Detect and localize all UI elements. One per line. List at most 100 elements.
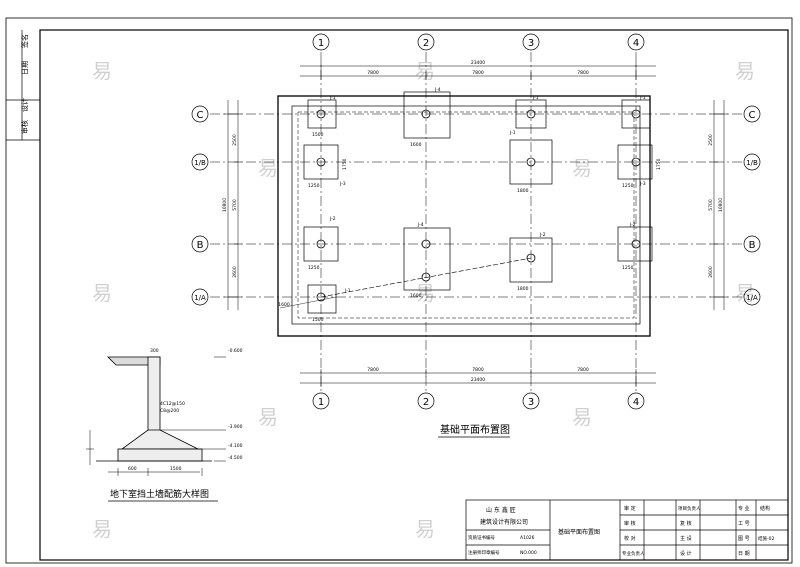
dim-left-seg: 2500 xyxy=(232,134,238,146)
plan-title: 基础平面布置图 xyxy=(440,423,510,436)
footing-size: 1250 xyxy=(622,183,634,189)
company-name: 山 东 鑫 匠 xyxy=(486,506,516,514)
footing-label: J-4 xyxy=(417,222,424,228)
grid-label-column: 4 xyxy=(633,397,639,408)
dim-bottom-total: 23400 xyxy=(471,377,485,383)
leader-line xyxy=(279,296,337,309)
watermarks: 易 易 易 易 易 易 易 易 易 易 易 易 xyxy=(92,59,755,541)
footing xyxy=(403,227,451,291)
dim-left-seg: 2600 xyxy=(232,266,238,278)
footing-labels: J-1 J-1 J-1 J-4 J-1 J-3 J-3 J-2 J-4 J-2 … xyxy=(308,87,662,323)
grid-label-column: 4 xyxy=(633,38,639,49)
role-label: 项目负责人 xyxy=(678,505,701,512)
footing-label: J-1 xyxy=(532,95,539,101)
role-label: 图 号 xyxy=(738,536,750,542)
grid-label-column: 2 xyxy=(423,397,429,408)
dim-right-total: 10800 xyxy=(718,198,724,212)
footing xyxy=(509,139,553,185)
dim-left-seg: 5700 xyxy=(232,199,238,211)
footing-size: 1500 xyxy=(312,132,324,138)
dim-right-seg: 2500 xyxy=(708,134,714,146)
footing-label: J-2 xyxy=(629,222,636,228)
role-label: 工 号 xyxy=(738,521,750,527)
grid-label-column: 2 xyxy=(423,38,429,49)
wall-line-inner-2 xyxy=(297,111,635,319)
foundation-plan xyxy=(210,52,742,392)
bottom-dimensions xyxy=(300,369,656,387)
grid-label-row: B xyxy=(749,240,756,251)
dim-left-total: 10800 xyxy=(222,198,228,212)
footing xyxy=(617,144,653,180)
elevation-label: -0.600 xyxy=(228,348,243,354)
retaining-wall-text: -0.600 -3.900 -4.100 -4.500 300 600 1500… xyxy=(128,348,243,472)
detail-dim: 300 xyxy=(150,348,159,354)
left-dimensions xyxy=(224,100,242,310)
footing-label: J-1 xyxy=(329,95,336,101)
grid-label-column: 3 xyxy=(528,397,534,408)
side-strip: 签名 日期 设计 审核 xyxy=(6,30,40,141)
watermark: 易 xyxy=(258,405,278,429)
side-label-3: 设计 xyxy=(20,98,29,112)
footing-label: J-1 xyxy=(344,288,351,294)
grid-label-column: 3 xyxy=(528,38,534,49)
footing-label: J-3 xyxy=(339,181,346,187)
footing-label: J-3 xyxy=(639,181,646,187)
footing-size: 1750 xyxy=(656,158,662,170)
side-label-4: 审核 xyxy=(20,120,29,134)
watermark: 易 xyxy=(735,59,755,83)
footing-size: 1250 xyxy=(308,183,320,189)
review-value: NO.000 xyxy=(520,550,537,556)
grid-label-row: C xyxy=(749,110,756,121)
dim-top-total: 23400 xyxy=(471,60,485,66)
dim-right-seg: 5700 xyxy=(708,199,714,211)
grid-bubbles-top xyxy=(191,33,761,410)
side-label-2: 日期 xyxy=(21,61,29,75)
title-block xyxy=(465,499,789,561)
drawing-title: 基础平面布置图 xyxy=(558,528,600,536)
grid-bubble-labels: 1 2 3 4 1 2 3 4 C 1/B B 1/A C 1/B B 1/A xyxy=(194,38,758,408)
side-label-1: 签名 xyxy=(20,34,29,48)
grid-lines-horizontal xyxy=(210,113,742,298)
footing xyxy=(515,99,547,129)
outer-border xyxy=(5,17,793,564)
footing-size: 1800 xyxy=(517,188,529,194)
detail-dim: 600 xyxy=(128,466,137,472)
footing-size: 1500 xyxy=(312,317,324,323)
elevation-label: -4.500 xyxy=(228,455,243,461)
review-label: 注册师印章编号 xyxy=(468,549,500,556)
grid-label-row: 1/A xyxy=(746,294,758,302)
footing-size: 1600 xyxy=(410,293,422,299)
footing xyxy=(617,226,653,262)
dim-offset: 1600 xyxy=(278,302,290,308)
watermark: 易 xyxy=(92,517,112,541)
watermark: 易 xyxy=(572,156,592,180)
footing xyxy=(307,99,337,129)
footing-label: J-4 xyxy=(434,87,441,93)
dim-bottom-seg: 7800 xyxy=(367,367,379,373)
watermark: 易 xyxy=(415,281,435,305)
watermark: 易 xyxy=(258,156,278,180)
cert-label: 资质证书编号 xyxy=(468,534,495,541)
role-label: 审 定 xyxy=(624,505,636,512)
role-value: 结施-02 xyxy=(758,535,774,542)
role-label: 专 业 xyxy=(738,505,750,512)
watermark: 易 xyxy=(92,281,112,305)
company-name-2: 建筑设计有限公司 xyxy=(480,518,528,526)
retaining-wall-detail xyxy=(86,356,226,476)
tie-beam xyxy=(320,257,532,298)
grid-lines-vertical xyxy=(320,52,637,392)
detail-title: 地下室挡土墙配筋大样图 xyxy=(110,488,209,500)
footing-size: 1600 xyxy=(410,142,422,148)
grid-label-column: 1 xyxy=(318,397,324,408)
footing-label: J-1 xyxy=(639,95,646,101)
footing-size: 1800 xyxy=(517,286,529,292)
elevation-label: -3.900 xyxy=(228,424,243,430)
watermark: 易 xyxy=(572,405,592,429)
dim-top-seg: 7800 xyxy=(472,70,484,76)
grid-label-row: 1/B xyxy=(194,159,206,167)
footing xyxy=(509,237,553,283)
footing xyxy=(621,99,651,129)
cert-value: A1026 xyxy=(520,535,535,541)
grid-label-column: 1 xyxy=(318,38,324,49)
building-outline xyxy=(277,95,651,337)
